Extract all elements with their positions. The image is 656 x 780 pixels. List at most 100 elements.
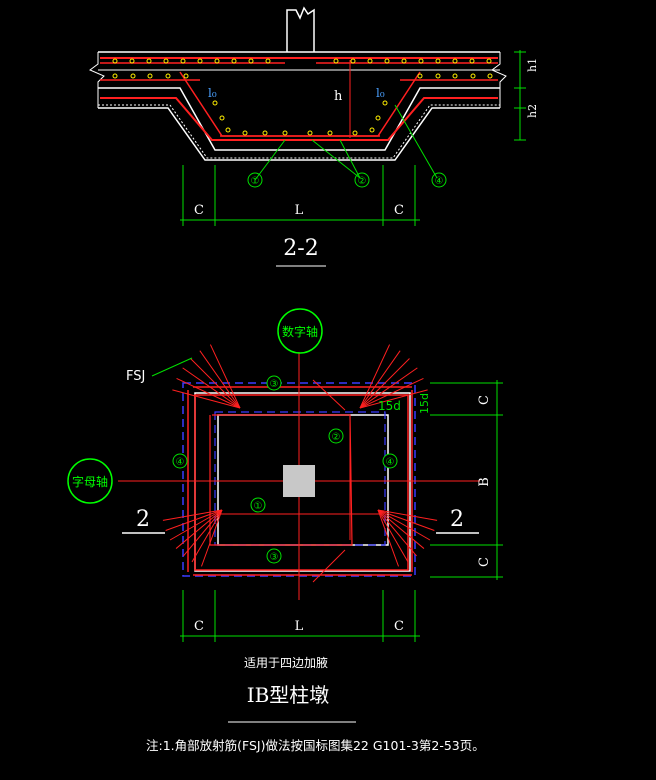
radiating-bar [209,344,241,409]
rebar-dot [307,130,313,136]
radiating-bar [165,509,223,531]
plan-dim-l: L [295,619,304,634]
rebar-dot [350,58,356,64]
radiating-bar [377,509,438,521]
callout-circle-diag [328,428,344,444]
dim-h2: h2 [526,104,539,118]
axis-number-label: 数字轴 [282,324,318,339]
callout-left: ④ [176,457,185,468]
radiating-bar [199,350,241,409]
section-mark-left: 2 [136,507,150,532]
radiating-bar [172,389,241,409]
rebar-dot [262,130,268,136]
callout-circle-center [250,497,266,513]
radiating-bar [183,509,223,557]
caption: 适用于四边加腋 IB型柱墩 注:1.角部放射筋(FSJ)做法按国标图集22 G1… [146,655,485,753]
label-15d-b: 15d [418,393,431,414]
caption-note: 注:1.角部放射筋(FSJ)做法按国标图集22 G101-3第2-53页。 [146,738,485,753]
section-2-2: l₀ l₀ h h1 h2 ① ② ④ C L C 2-2 [89,6,539,267]
plan-dim-c-top: C [477,395,492,405]
rebar-dot [352,130,358,136]
rebar-dot [242,130,248,136]
plan-dim-c-left: C [194,619,204,634]
radiating-bar [359,350,401,409]
rebar-dot [469,58,475,64]
callout-circle-bottom [266,548,282,564]
rebar-dot [435,73,441,79]
rebar-dot [231,58,237,64]
radiating-bar [359,344,391,409]
dashed-inner [214,411,386,546]
rebar-dot [146,58,152,64]
rebar-dot [112,58,118,64]
rebar-dot [367,58,373,64]
fsj-leader [151,357,193,377]
plan-dim-b: B [477,477,492,487]
rebar-dot [219,115,225,121]
axis-letter-circle [67,458,113,504]
radiating-bar [359,358,410,409]
rebar-dot [112,73,118,79]
break-left [89,52,105,108]
rebar-dot [382,100,388,106]
plan-view: FSJ 15d 15d 数字轴 字母轴 ③ ③ ④ ④ ① ② 2 2 [67,308,503,642]
radiating-bar [182,367,241,409]
rebar-dot [418,58,424,64]
radiating-bar [201,509,223,567]
leader-2b [339,139,361,179]
label-h: h [334,89,343,104]
radiating-bar [162,509,223,521]
rebar-diag-frame [209,414,353,546]
label-l0-right: l₀ [376,86,385,100]
rebar-dot [212,100,218,106]
rebar-dot [165,73,171,79]
rebar-frame-outer [194,394,409,571]
rebar-dot [129,58,135,64]
callout-1: ① [251,176,260,187]
leader-1 [254,139,286,181]
callout-center: ① [254,501,263,512]
rebar-dot [486,58,492,64]
rebar-dot [470,73,476,79]
rebar-dot [130,73,136,79]
rebar-dot [147,73,153,79]
rebar-dot [225,127,231,133]
callout-circle-4 [431,172,447,188]
callout-diag: ② [332,432,341,443]
callout-circle-left [172,453,188,469]
slab-bottom-base [98,107,500,161]
plan-callouts: ③ ③ ④ ④ ① ② [172,375,398,564]
rebar-dots [112,58,493,136]
leader-2a [311,139,361,179]
rebar-dot [452,58,458,64]
radiating-bar [377,509,425,549]
axis-number-circle [277,308,323,354]
radiating-bar [377,509,417,557]
column [283,465,315,497]
callout-circle-2 [354,172,370,188]
radiating-bar [359,367,418,409]
rebar-dot [435,58,441,64]
callout-circle-top [266,375,282,391]
dim-h1: h1 [526,58,539,72]
radiating-bar [377,509,431,541]
rebar-dot [333,58,339,64]
caption-applies: 适用于四边加腋 [244,655,328,670]
bottom-rebar [100,97,498,141]
radiating-bar [169,509,223,541]
radiating-bar [377,509,399,567]
dim-c-right: C [394,203,404,218]
slab-bottom-outer [98,104,500,159]
radiating-bar [175,509,223,549]
callout-bottom: ③ [270,552,279,563]
rebar-dot [197,58,203,64]
rebar-dot [369,127,375,133]
callout-right: ④ [386,457,395,468]
plan-dim-c-right: C [394,619,404,634]
rebar-dot [487,73,493,79]
slab-bottom-left [98,87,500,151]
radiating-bar [191,509,223,563]
rebar-dot [384,58,390,64]
section-mark-right: 2 [450,507,464,532]
rebar-diag-1 [312,379,346,411]
